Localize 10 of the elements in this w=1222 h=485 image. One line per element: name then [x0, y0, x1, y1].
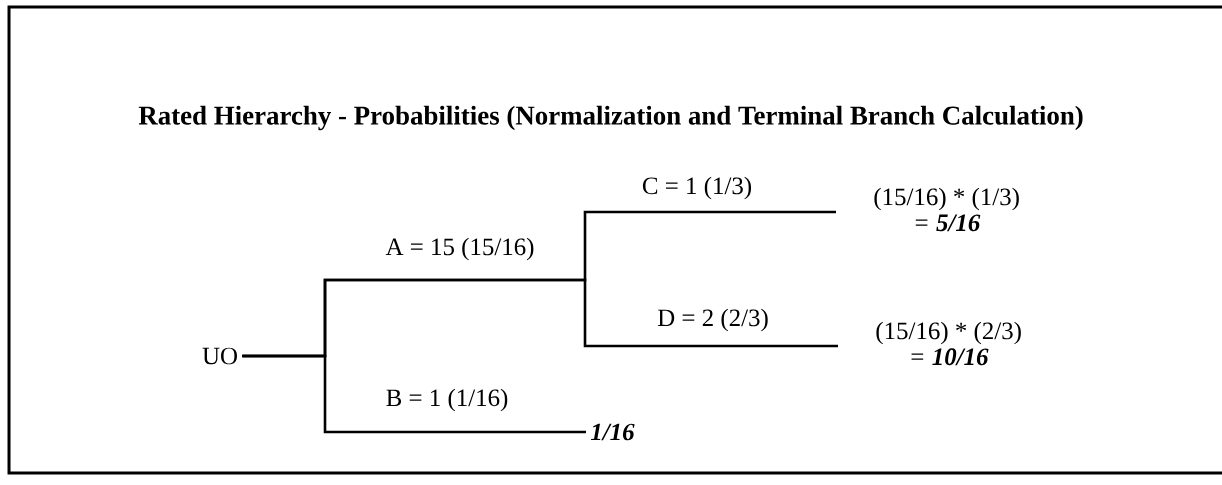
edge-label: B = 1 (1/16) — [384, 387, 510, 413]
branch-label: A = 15 (15/16) — [385, 237, 534, 261]
branch-line — [242, 354, 586, 434]
title: Rated Hierarchy - Probabilities (Normalization and Terminal Branch Calculation) — [138, 105, 1083, 131]
edge-label: D = 2 (2/3) — [656, 307, 770, 333]
result-text: (15/16) * (1/3) = 5/16 — [874, 187, 1019, 232]
root-label: UO — [202, 347, 237, 365]
edge-label: C = 1 (1/3) — [640, 175, 754, 201]
result-text: 1/16 — [590, 423, 635, 441]
result-text: (15/16) * (2/3) = 10/16 — [876, 321, 1021, 366]
